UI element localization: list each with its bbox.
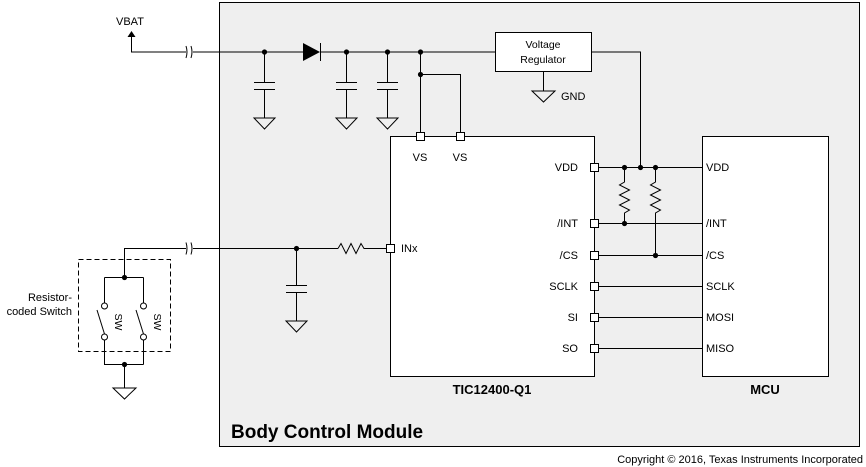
- ic-pin-so-label: SO: [562, 343, 578, 355]
- regulator-gnd-wire: [530, 71, 557, 103]
- mcu-pin-cs-label: /CS: [706, 250, 724, 262]
- switch-1-label: SW: [112, 314, 124, 331]
- capacitor-c1: [252, 52, 277, 130]
- input-capacitor: [284, 248, 309, 333]
- junction-dot: [261, 49, 268, 55]
- pin-int: [590, 219, 599, 228]
- capacitor-c2: [334, 52, 359, 130]
- mcu-pin-mosi-label: MOSI: [706, 312, 734, 324]
- pullup-resistor-int: [618, 167, 631, 224]
- ic-pin-sclk-label: SCLK: [549, 281, 578, 293]
- pin-sclk: [590, 282, 599, 291]
- junction-dot: [417, 71, 424, 78]
- mcu-pin-int-label: /INT: [706, 218, 727, 230]
- regulator-label-1: Voltage: [525, 39, 560, 51]
- pin-vs-1-label: VS: [413, 152, 428, 164]
- switch-network: [96, 277, 147, 400]
- mcu-pin-sclk-label: SCLK: [706, 281, 735, 293]
- junction-dot: [384, 49, 391, 55]
- pin-si: [590, 313, 599, 322]
- junction-dot: [621, 220, 628, 227]
- vbat-terminal: [127, 31, 193, 59]
- capacitor-c3: [375, 52, 400, 130]
- switch-2-label: SW: [151, 314, 163, 331]
- pin-so: [590, 344, 599, 353]
- copyright-text: Copyright © 2016, Texas Instruments Inco…: [617, 454, 863, 466]
- series-resistor: [337, 242, 366, 255]
- vbat-label: VBAT: [116, 16, 144, 28]
- pin-cs: [590, 251, 599, 260]
- ic-pin-si-label: SI: [568, 312, 578, 324]
- pin-inx-label: INx: [401, 243, 418, 255]
- regulator-output-wire: [591, 51, 641, 167]
- resistor-coded-switch-box: [78, 259, 171, 352]
- mcu-pin-vdd-label: VDD: [706, 162, 729, 174]
- junction-dot: [121, 361, 128, 368]
- gnd-label: GND: [561, 91, 586, 103]
- mcu-box: [702, 136, 829, 377]
- pin-vdd: [590, 163, 599, 172]
- switch-block-label-2: coded Switch: [7, 306, 72, 318]
- junction-dot: [652, 252, 659, 259]
- junction-dot: [121, 274, 128, 281]
- mcu-name: MCU: [750, 382, 780, 397]
- junction-dot: [621, 164, 628, 171]
- tic12400-box: [390, 136, 595, 377]
- inx-breakmark: [185, 242, 193, 255]
- pin-inx: [386, 244, 395, 253]
- pullup-resistor-cs: [649, 167, 662, 256]
- junction-dot: [652, 164, 659, 171]
- regulator-label-2: Regulator: [520, 54, 566, 66]
- module-title: Body Control Module: [231, 422, 423, 443]
- switch-block-label-1: Resistor-: [28, 292, 72, 304]
- ic-pin-cs-label: /CS: [560, 250, 578, 262]
- inx-input-wire: [124, 248, 387, 277]
- diode-symbol: [303, 43, 321, 61]
- vs-wires: [420, 52, 461, 132]
- ic-pin-vdd-label: VDD: [555, 162, 578, 174]
- ic-name: TIC12400-Q1: [453, 382, 532, 397]
- pin-vs-2-label: VS: [453, 152, 468, 164]
- junction-dot: [417, 49, 424, 55]
- mcu-pin-miso-label: MISO: [706, 343, 735, 355]
- pin-vs-2: [456, 132, 465, 141]
- pin-vs-1: [416, 132, 425, 141]
- junction-dot: [637, 164, 644, 171]
- junction-dot: [343, 49, 350, 55]
- ic-pin-int-label: /INT: [557, 218, 578, 230]
